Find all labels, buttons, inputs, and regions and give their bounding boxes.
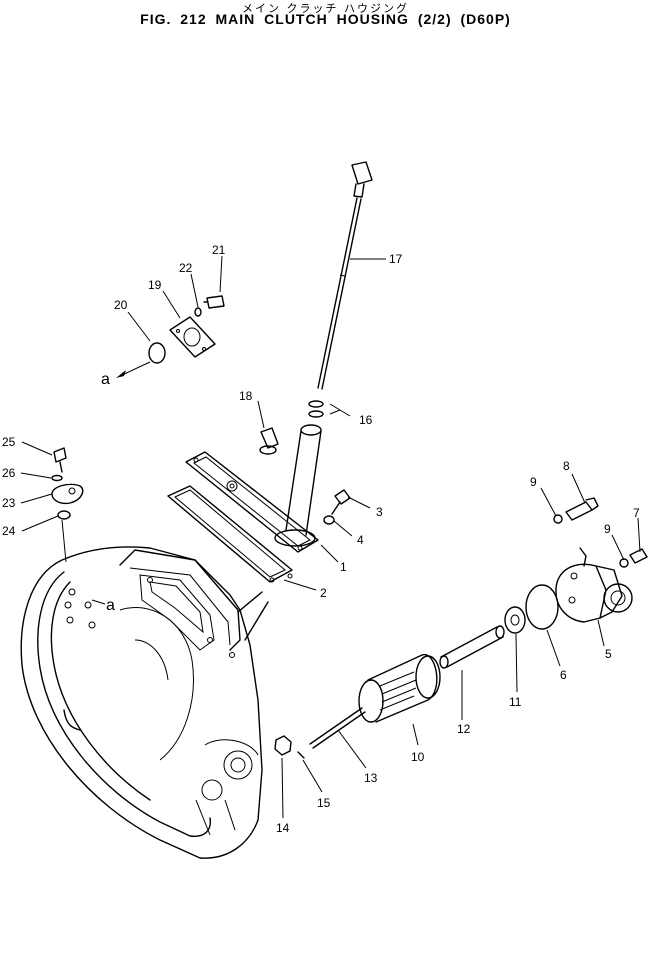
bolt-7-drawing [629, 548, 648, 564]
washer-9a [553, 514, 563, 524]
label-part-5: 5 [605, 647, 612, 661]
label-part-9-lower: 9 [604, 522, 611, 536]
label-part-2: 2 [320, 586, 327, 600]
reference-a-left: a [101, 371, 110, 388]
part-number-labels: 1 2 3 4 5 6 7 8 9 9 10 11 12 13 14 15 16… [2, 243, 640, 835]
label-part-20: 20 [114, 298, 128, 312]
label-part-24: 24 [2, 524, 16, 538]
oil-filler-tube-drawing [274, 424, 322, 547]
o-ring-6 [525, 584, 559, 630]
pipe-12-drawing [439, 625, 505, 669]
label-part-10: 10 [411, 750, 425, 764]
bolt-8-drawing [565, 497, 599, 521]
washer-9b [619, 558, 629, 568]
o-ring-16b [308, 410, 324, 418]
label-part-16: 16 [359, 413, 373, 427]
washer-15 [297, 751, 305, 759]
label-part-4: 4 [357, 533, 364, 547]
reference-a-housing: a [106, 597, 115, 614]
cover-and-gasket-drawing [167, 451, 319, 583]
label-part-3: 3 [376, 505, 383, 519]
bolt-3-drawing [331, 489, 351, 515]
label-part-18: 18 [239, 389, 253, 403]
washer-11-drawing [504, 606, 526, 634]
label-part-7: 7 [633, 506, 640, 520]
label-part-9-upper: 9 [530, 475, 537, 489]
label-part-6: 6 [560, 668, 567, 682]
clutch-housing-drawing [20, 546, 269, 859]
stud-13-drawing [309, 707, 366, 749]
o-ring-16a [308, 400, 324, 408]
label-part-17: 17 [389, 252, 403, 266]
nut-14-drawing [274, 735, 292, 756]
o-ring-20 [148, 342, 166, 364]
label-part-19: 19 [148, 278, 162, 292]
bolt-21-drawing [203, 295, 225, 309]
label-part-26: 26 [2, 466, 16, 480]
japanese-title: メイン クラッチ ハウジング [242, 2, 409, 15]
filter-case-5-drawing [555, 547, 633, 623]
o-ring-24 [57, 510, 71, 520]
dipstick-drawing [317, 161, 373, 390]
label-part-13: 13 [364, 771, 378, 785]
washer-4 [323, 515, 335, 525]
bolt-25-drawing [53, 447, 67, 473]
breather-drawing [259, 427, 279, 455]
leader-lines [20, 255, 641, 819]
washer-26 [51, 474, 63, 482]
figure-title: FIG. 212 MAIN CLUTCH HOUSING (2/2) (D60P… [140, 11, 511, 27]
label-part-25: 25 [2, 435, 16, 449]
flange-23-drawing [51, 483, 84, 505]
label-part-11: 11 [509, 695, 522, 709]
label-part-1: 1 [340, 560, 347, 574]
label-part-8: 8 [563, 459, 570, 473]
label-part-12: 12 [457, 722, 471, 736]
label-part-23: 23 [2, 496, 16, 510]
label-part-14: 14 [276, 821, 290, 835]
washer-22 [194, 307, 202, 317]
label-part-21: 21 [212, 243, 226, 257]
cover-plate-19-drawing [169, 316, 216, 358]
label-part-22: 22 [179, 261, 193, 275]
label-part-15: 15 [317, 796, 331, 810]
filter-element-10-drawing [358, 654, 441, 723]
